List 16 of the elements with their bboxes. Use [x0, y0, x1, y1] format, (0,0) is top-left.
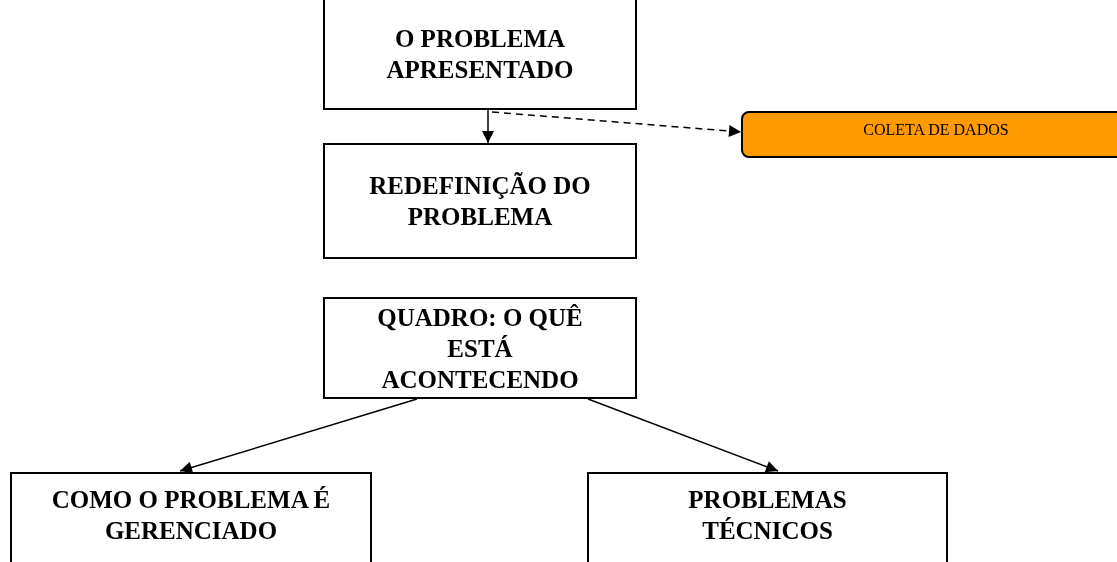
- arrow: [491, 111, 742, 137]
- process-box: [587, 472, 948, 562]
- process-box: [323, 0, 637, 110]
- box-label: O PROBLEMA APRESENTADO: [385, 24, 575, 85]
- process-box: [323, 143, 637, 259]
- box-label: QUADRO: O QUÊ ESTÁ ACONTECENDO: [376, 302, 584, 395]
- process-box: [323, 297, 637, 399]
- process-box: [10, 472, 372, 562]
- note-box: [741, 111, 1117, 158]
- box-label: COLETA DE DADOS: [863, 120, 1009, 140]
- arrow: [482, 109, 494, 144]
- box-label: COMO O PROBLEMA É GERENCIADO: [50, 485, 332, 546]
- box-label: REDEFINIÇÃO DO PROBLEMA: [368, 171, 592, 232]
- arrow: [587, 398, 779, 473]
- box-label: PROBLEMAS TÉCNICOS: [687, 485, 848, 546]
- arrow: [179, 398, 418, 474]
